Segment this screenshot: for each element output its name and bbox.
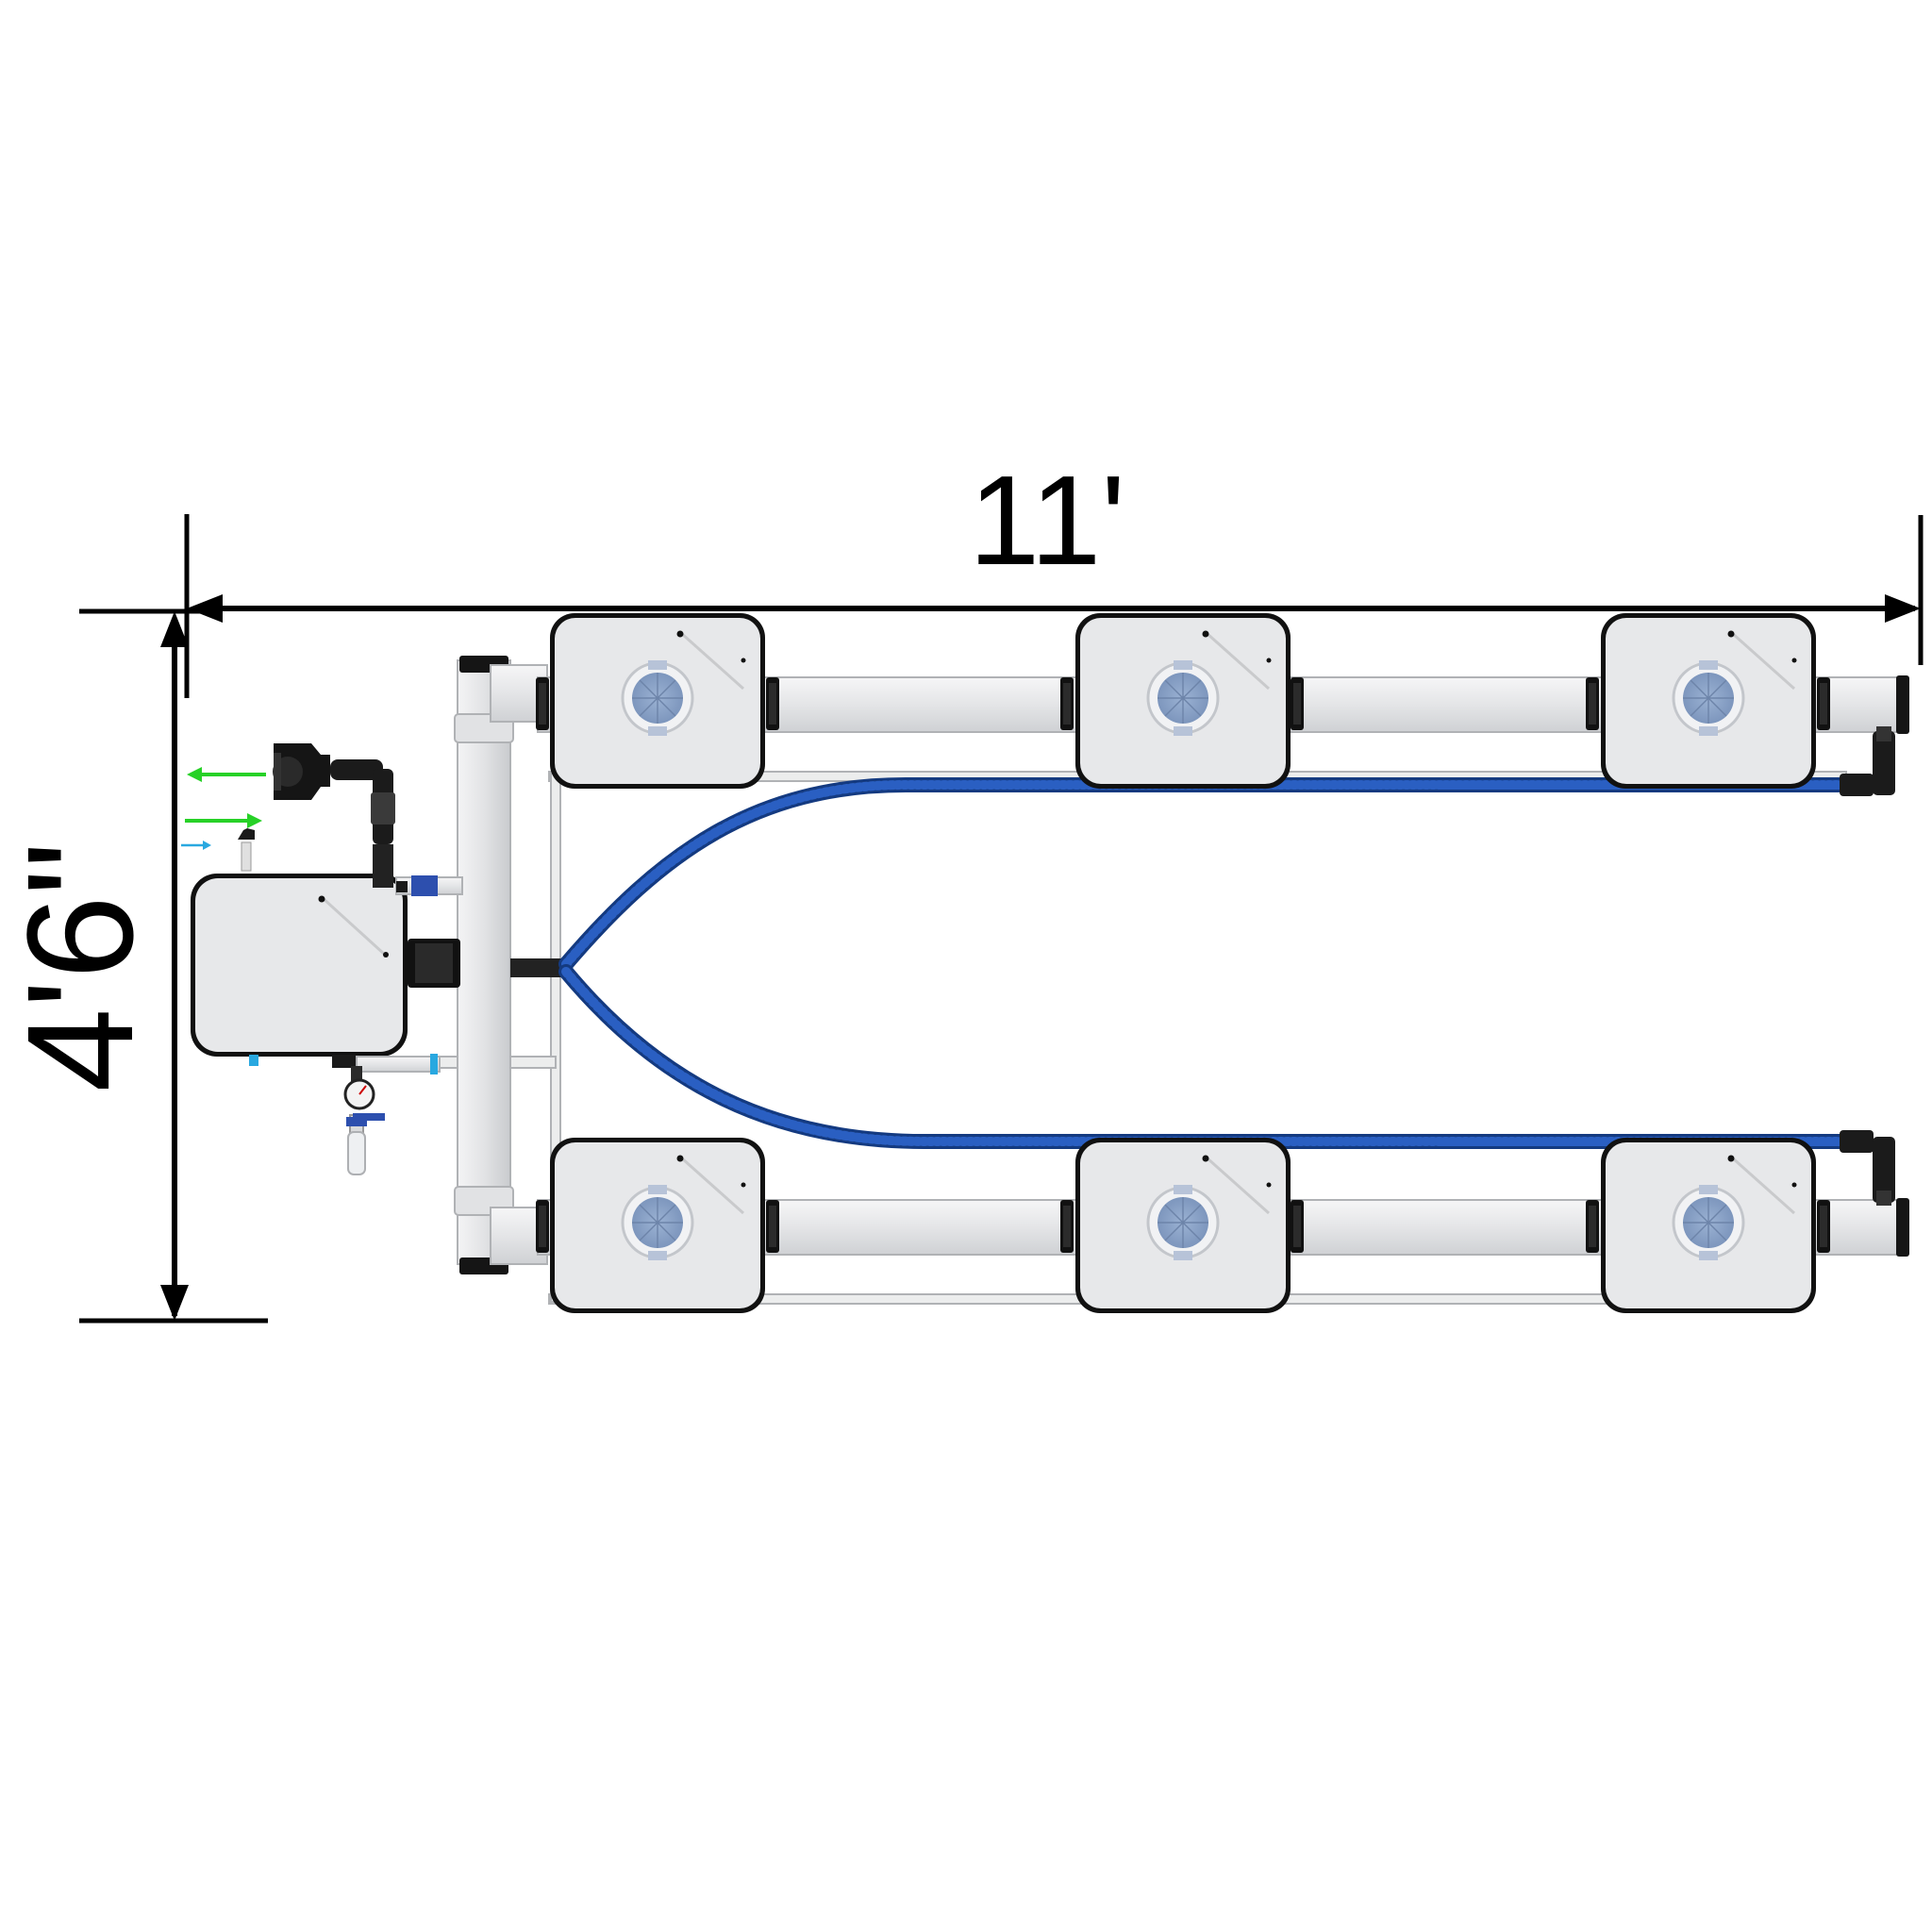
height-dimension: 4'6" [0, 608, 268, 1324]
pressure-gauge-icon [343, 1078, 375, 1110]
width-label: 11' [969, 449, 1125, 591]
pump-plumbing [330, 759, 463, 896]
bucket-top-3 [1599, 611, 1818, 791]
pump-icon [273, 743, 330, 800]
cyan-water-arrow [181, 841, 211, 850]
drain-assembly [249, 1054, 441, 1175]
green-inflow-arrow [185, 813, 262, 828]
bucket-bottom-1 [548, 1136, 767, 1315]
green-outflow-arrow [187, 767, 266, 782]
blue-supply-hoses [558, 777, 1855, 1149]
width-dimension: 11' [184, 449, 1924, 698]
bucket-top-2 [1074, 611, 1292, 791]
bucket-bottom-3 [1599, 1136, 1818, 1315]
reservoir-bucket [191, 874, 460, 1057]
bucket-top-1 [548, 611, 767, 791]
right-return-fittings [1840, 726, 1895, 1206]
air-fitting-icon [238, 828, 255, 872]
bucket-bottom-2 [1074, 1136, 1292, 1315]
arrowhead-right [1885, 594, 1921, 623]
manifold-pipe [454, 656, 562, 1274]
arrowhead-left [187, 594, 223, 623]
arrowhead-bottom [160, 1285, 189, 1321]
height-label: 4'6" [0, 841, 164, 1091]
arrowhead-top [160, 611, 189, 647]
